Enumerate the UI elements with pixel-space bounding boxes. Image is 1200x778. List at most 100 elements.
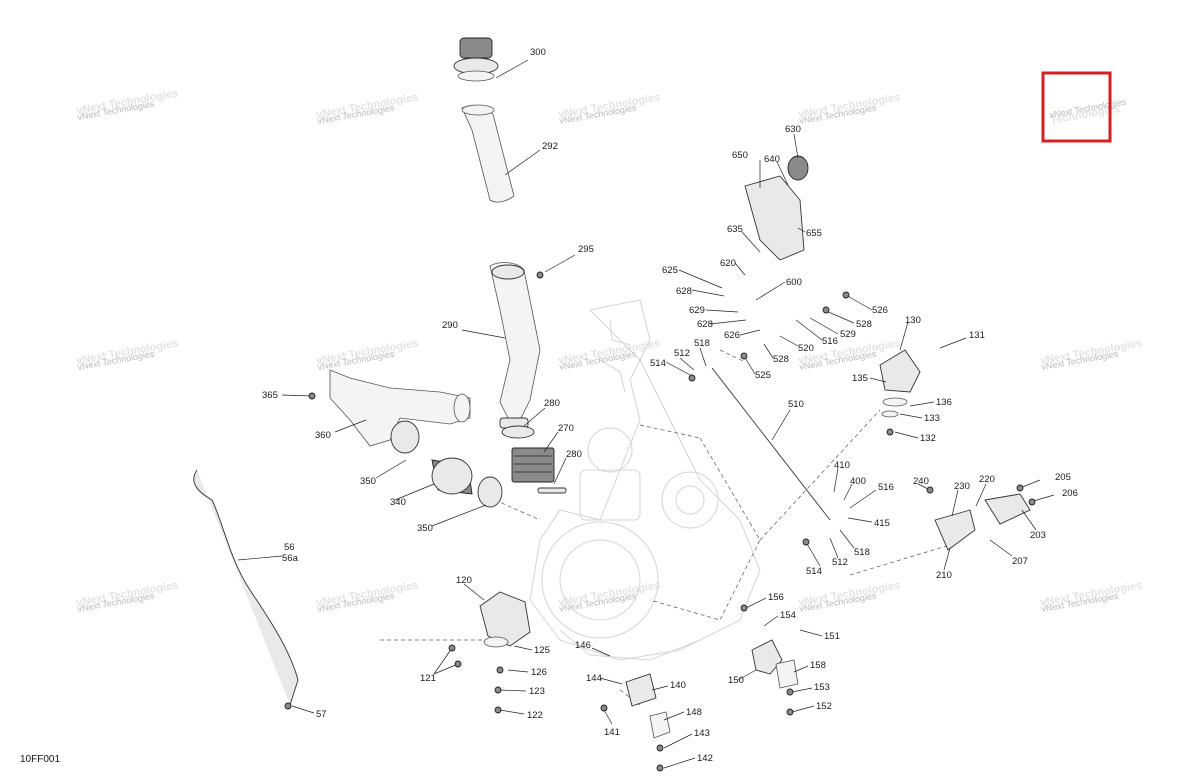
watermark: vNext Technologies vNext Technologies — [315, 337, 419, 372]
engine-ghost — [529, 299, 761, 661]
watermark: vNext Technologies vNext Technologies — [75, 337, 179, 372]
watermark: vNext Technologies vNext Technologies — [797, 91, 901, 126]
part-label: 150 — [728, 675, 744, 686]
part-label: 148 — [686, 707, 702, 718]
part-label: 655 — [806, 228, 822, 239]
watermark: vNext Technologies vNext Technologies — [557, 579, 661, 614]
part-label: 141 — [604, 727, 620, 738]
part-label: 120 — [456, 575, 472, 586]
highlight-box — [1041, 71, 1112, 143]
part-label: 125 — [534, 645, 550, 656]
part-label: 270 — [558, 423, 574, 434]
part-130-mount — [879, 349, 921, 418]
part-label: 203 — [1030, 530, 1046, 541]
part-label: 525 — [755, 370, 771, 381]
part-label: 365 — [262, 390, 278, 401]
watermark: vNext Technologies vNext Technologies — [557, 91, 661, 126]
part-label: 140 — [670, 680, 686, 691]
part-label: 635 — [727, 224, 743, 235]
part-label: 280 — [544, 398, 560, 409]
watermark: vNext Technologies vNext Technologies — [557, 337, 661, 372]
part-150-mount — [751, 639, 799, 689]
watermark: vNext Technologies vNext Technologies — [75, 87, 179, 122]
reference-lines — [380, 349, 951, 706]
part-label: 144 — [586, 673, 602, 684]
part-label: 650 — [732, 150, 748, 161]
part-360-airbox — [329, 369, 471, 447]
watermark: vNext Technologies vNext Technologies — [1039, 579, 1143, 614]
part-label: 123 — [529, 686, 545, 697]
part-label: 156 — [768, 592, 784, 603]
part-label: 130 — [905, 315, 921, 326]
part-label: 340 — [390, 497, 406, 508]
part-label: 295 — [578, 244, 594, 255]
part-label: 136 — [936, 397, 952, 408]
part-label: 122 — [527, 710, 543, 721]
leader-lines — [237, 59, 1055, 769]
part-label: 133 — [924, 413, 940, 424]
part-label: 207 — [1012, 556, 1028, 567]
part-label: 512 — [832, 557, 848, 568]
part-label: 135 — [852, 373, 868, 384]
part-label: 56 — [284, 542, 295, 553]
part-340-coupler — [431, 457, 473, 495]
part-label: 154 — [780, 610, 796, 621]
watermark-layer: vNext Technologies vNext Technologies vN… — [75, 87, 1143, 614]
part-label: 220 — [979, 474, 995, 485]
part-label: 210 — [936, 570, 952, 581]
part-label: 510 — [788, 399, 804, 410]
part-label: 300 — [530, 47, 546, 58]
part-label: 350 — [417, 523, 433, 534]
part-label: 230 — [954, 481, 970, 492]
part-label: 528 — [856, 319, 872, 330]
part-label: 518 — [854, 547, 870, 558]
part-label: 131 — [969, 330, 985, 341]
part-label: 205 — [1055, 472, 1071, 483]
part-label: 206 — [1062, 488, 1078, 499]
part-label: 290 — [442, 320, 458, 331]
part-label: 516 — [878, 482, 894, 493]
part-280-clamps — [501, 425, 567, 494]
fasteners — [284, 271, 1036, 772]
part-label: 143 — [694, 728, 710, 739]
part-label: 158 — [810, 660, 826, 671]
part-120-mount — [479, 591, 531, 648]
part-label: 600 — [786, 277, 802, 288]
part-56-breather-hose — [193, 469, 299, 706]
watermark: vNext Technologies vNext Technologies — [75, 579, 179, 614]
part-label: 640 — [764, 154, 780, 165]
diagram-code: 10FF001 — [20, 754, 61, 765]
part-label: 620 — [720, 258, 736, 269]
part-label: 628 — [676, 286, 692, 297]
part-label: 132 — [920, 433, 936, 444]
part-label: 518 — [694, 338, 710, 349]
watermark: vNext Technologies vNext Technologies — [1039, 337, 1143, 372]
part-292-intake-tube — [461, 104, 515, 203]
part-270-heatsink — [511, 447, 555, 483]
part-350-clamps — [390, 420, 503, 508]
part-label: 512 — [674, 348, 690, 359]
part-label: 350 — [360, 476, 376, 487]
part-label: 153 — [814, 682, 830, 693]
part-label: 56a — [282, 553, 299, 564]
part-label: 625 — [662, 265, 678, 276]
part-label: 629 — [689, 305, 705, 316]
part-label: 410 — [834, 460, 850, 471]
part-label: 529 — [840, 329, 856, 340]
part-label: 528 — [773, 354, 789, 365]
part-label: 514 — [650, 358, 666, 369]
part-label: 57 — [316, 709, 327, 720]
part-140-mount — [625, 673, 671, 739]
part-label: 400 — [850, 476, 866, 487]
part-label: 360 — [315, 430, 331, 441]
part-label: 630 — [785, 124, 801, 135]
part-label: 240 — [913, 476, 929, 487]
part-650-shifter-bracket — [744, 175, 805, 261]
watermark: Technologies vNext Technologies — [1049, 97, 1128, 127]
part-labels: 300 292 295 290 365 360 350 340 350 280 … — [262, 47, 1078, 764]
part-label: 626 — [724, 330, 740, 341]
part-label: 151 — [824, 631, 840, 642]
part-203-bracket — [934, 493, 1031, 551]
part-290-intake-duct — [489, 262, 541, 429]
